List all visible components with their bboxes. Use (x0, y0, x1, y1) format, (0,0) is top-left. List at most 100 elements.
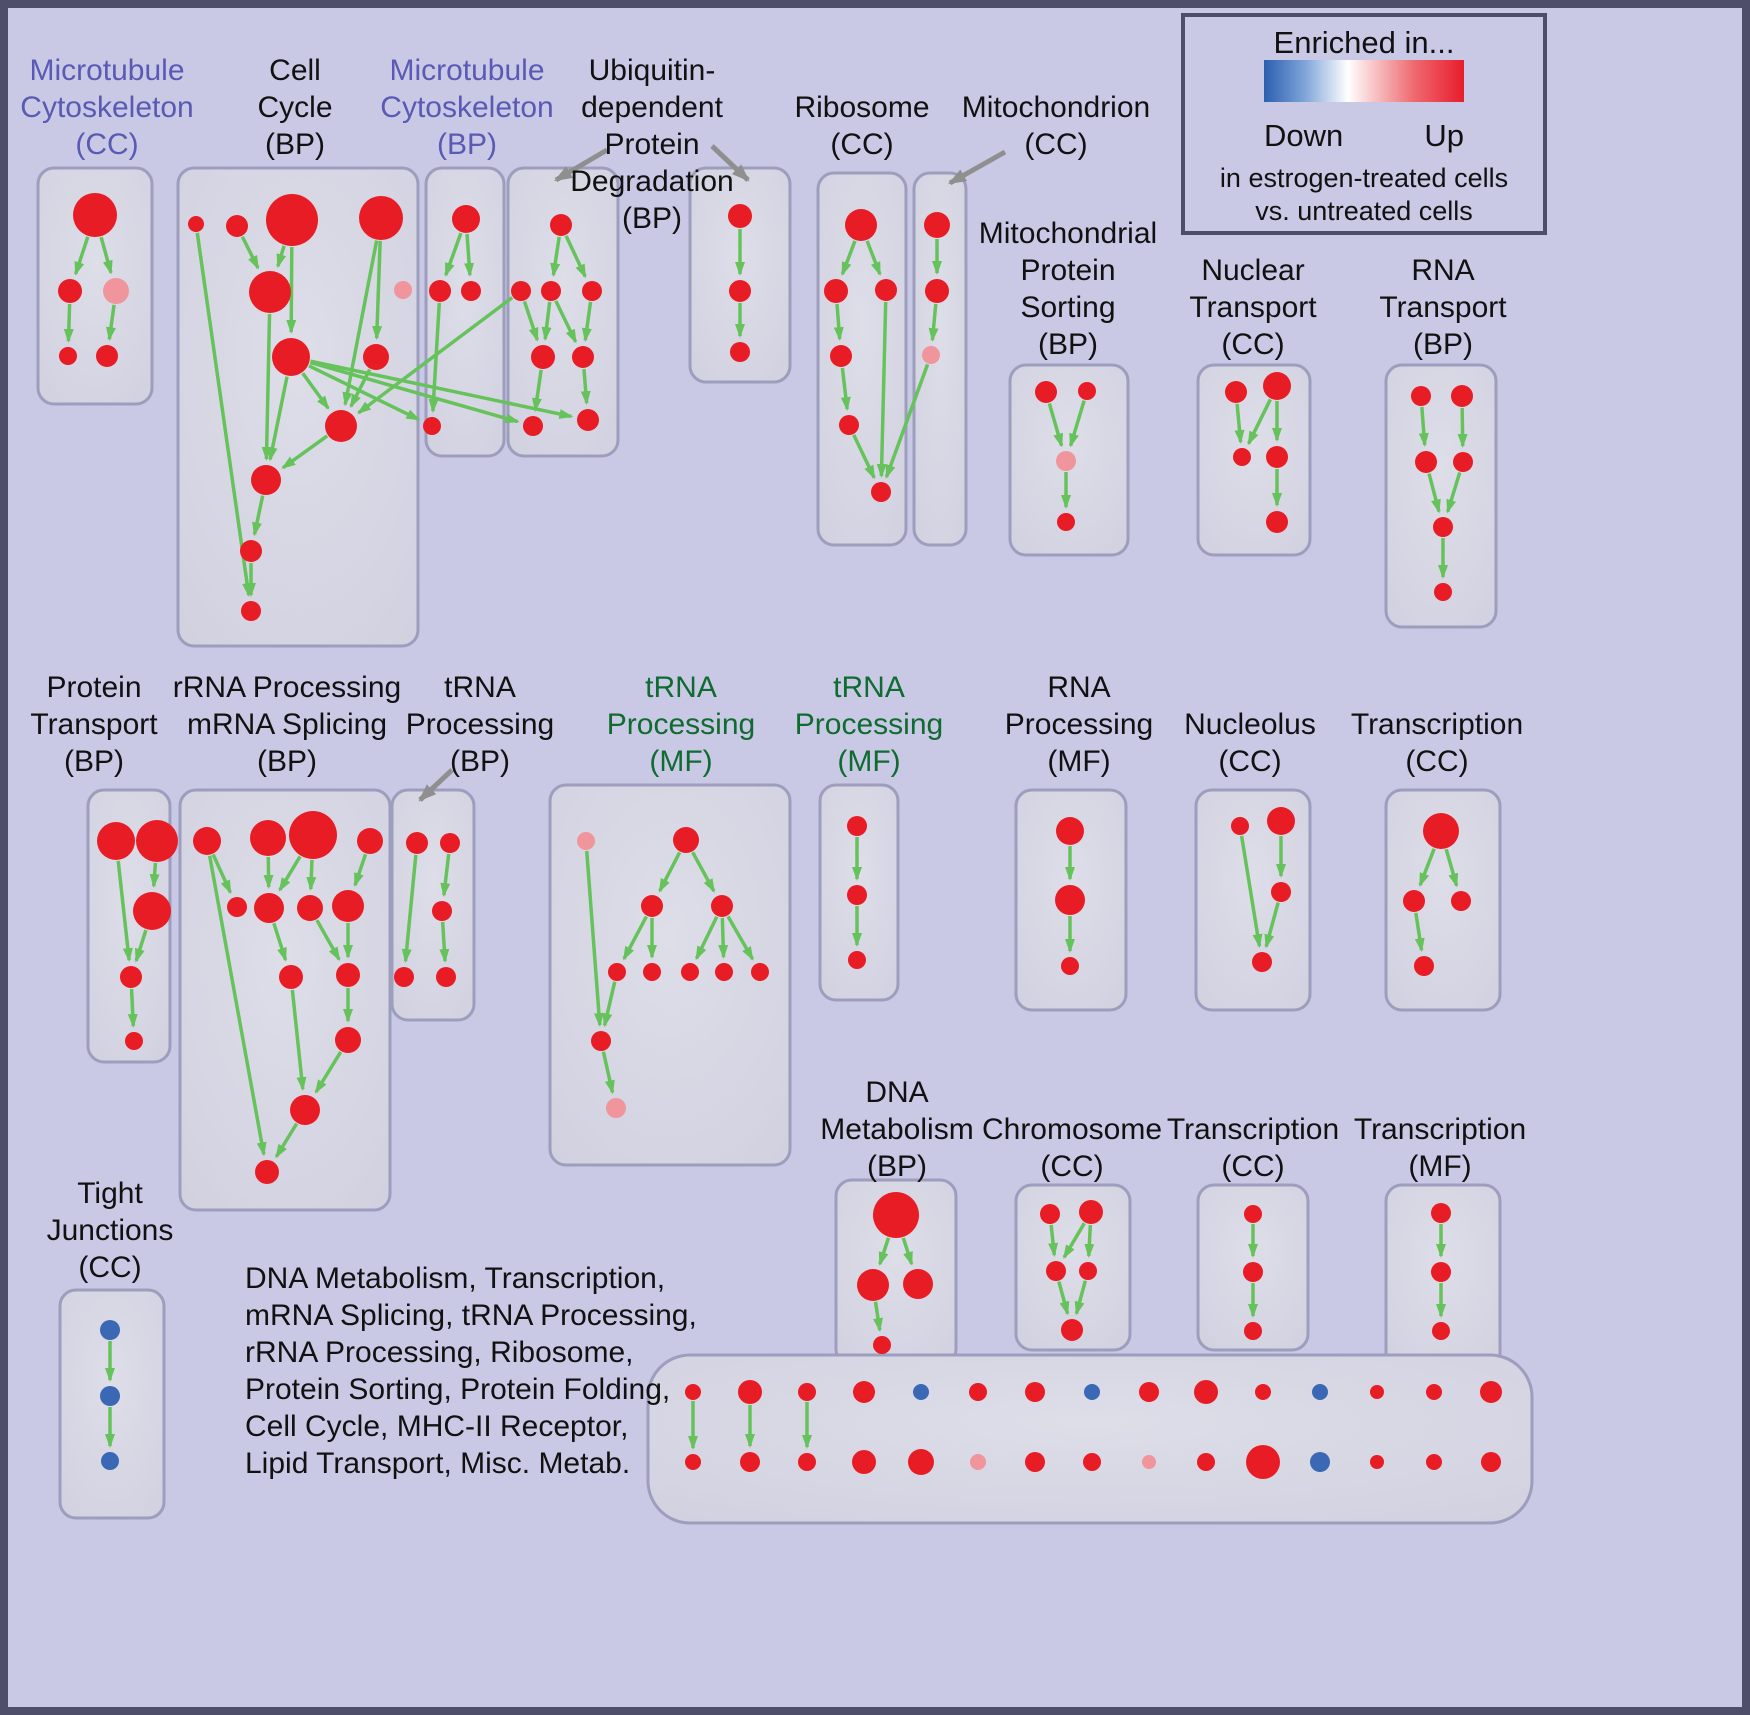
chromosome-cc-node[interactable] (1079, 1262, 1097, 1280)
ubiquitin-dependent-protein-degradation-bp-node[interactable] (730, 342, 750, 362)
misc-terms-node[interactable] (1246, 1445, 1280, 1479)
trna-processing-mf-large-node[interactable] (681, 963, 699, 981)
trna-processing-bp-node[interactable] (394, 967, 414, 987)
microtubule-cytoskeleton-bp-node[interactable] (461, 281, 481, 301)
misc-terms-node[interactable] (1194, 1380, 1218, 1404)
misc-terms-node[interactable] (738, 1380, 762, 1404)
ribosome-cc-node[interactable] (875, 279, 897, 301)
misc-terms-node[interactable] (1197, 1453, 1215, 1471)
nuclear-transport-cc-node[interactable] (1266, 511, 1288, 533)
transcription-cc-lower-node[interactable] (1244, 1205, 1262, 1223)
misc-terms-node[interactable] (970, 1454, 986, 1470)
microtubule-cytoskeleton-cc-node[interactable] (73, 193, 117, 237)
trna-processing-mf-large-node[interactable] (608, 963, 626, 981)
ubiquitin-dependent-protein-degradation-bp-node[interactable] (523, 416, 543, 436)
trna-processing-mf-large-node[interactable] (715, 963, 733, 981)
trna-processing-mf-large-node[interactable] (641, 895, 663, 917)
cell-cycle-bp-node[interactable] (363, 344, 389, 370)
microtubule-cytoskeleton-cc-node[interactable] (96, 345, 118, 367)
trna-processing-bp-node[interactable] (432, 901, 452, 921)
mitochondrion-cc-node[interactable] (924, 212, 950, 238)
microtubule-cytoskeleton-bp-node[interactable] (423, 417, 441, 435)
trna-processing-mf-large-node[interactable] (606, 1098, 626, 1118)
rrna-processing-mrna-splicing-bp-node[interactable] (289, 811, 337, 859)
transcription-mf-node[interactable] (1431, 1203, 1451, 1223)
misc-terms-node[interactable] (685, 1454, 701, 1470)
rna-transport-bp-node[interactable] (1411, 386, 1431, 406)
nuclear-transport-cc-node[interactable] (1225, 381, 1247, 403)
cell-cycle-bp-node[interactable] (226, 215, 248, 237)
cell-cycle-bp-node[interactable] (188, 216, 204, 232)
nucleolus-cc-node[interactable] (1231, 817, 1249, 835)
chromosome-cc-node[interactable] (1061, 1319, 1083, 1341)
rna-transport-bp-node[interactable] (1415, 451, 1437, 473)
misc-terms-node[interactable] (1310, 1452, 1330, 1472)
tight-junctions-cc-node[interactable] (101, 1452, 119, 1470)
tight-junctions-cc-node[interactable] (100, 1386, 120, 1406)
misc-terms-node[interactable] (1312, 1384, 1328, 1400)
ubiquitin-dependent-protein-degradation-bp-node[interactable] (541, 281, 561, 301)
rrna-processing-mrna-splicing-bp-node[interactable] (227, 897, 247, 917)
trna-processing-mf-large-node[interactable] (591, 1031, 611, 1051)
misc-terms-node[interactable] (1083, 1453, 1101, 1471)
misc-terms-node[interactable] (908, 1449, 934, 1475)
dna-metabolism-bp-node[interactable] (873, 1336, 891, 1354)
mitochondrion-cc-node[interactable] (922, 346, 940, 364)
trna-processing-mf-large-node[interactable] (577, 832, 595, 850)
rrna-processing-mrna-splicing-bp-node[interactable] (336, 963, 360, 987)
misc-terms-node[interactable] (685, 1384, 701, 1400)
nuclear-transport-cc-node[interactable] (1233, 448, 1251, 466)
misc-terms-node[interactable] (1370, 1455, 1384, 1469)
trna-processing-mf-large-node[interactable] (643, 963, 661, 981)
mitochondrial-protein-sorting-bp-node[interactable] (1035, 381, 1057, 403)
trna-processing-mf-small-node[interactable] (848, 951, 866, 969)
ribosome-cc-node[interactable] (830, 345, 852, 367)
nucleolus-cc-node[interactable] (1252, 952, 1272, 972)
nuclear-transport-cc-node[interactable] (1263, 372, 1291, 400)
transcription-cc-upper-node[interactable] (1451, 891, 1471, 911)
dna-metabolism-bp-node[interactable] (903, 1269, 933, 1299)
rrna-processing-mrna-splicing-bp-node[interactable] (255, 1160, 279, 1184)
ribosome-cc-node[interactable] (824, 279, 848, 303)
nucleolus-cc-node[interactable] (1267, 807, 1295, 835)
mitochondrial-protein-sorting-bp-node[interactable] (1078, 382, 1096, 400)
misc-terms-node[interactable] (1084, 1384, 1100, 1400)
protein-transport-bp-node[interactable] (120, 966, 142, 988)
rrna-processing-mrna-splicing-bp-node[interactable] (357, 828, 383, 854)
mitochondrial-protein-sorting-bp-node[interactable] (1057, 513, 1075, 531)
trna-processing-mf-small-node[interactable] (847, 885, 867, 905)
ribosome-cc-node[interactable] (871, 482, 891, 502)
cell-cycle-bp-node[interactable] (394, 281, 412, 299)
cell-cycle-bp-node[interactable] (240, 540, 262, 562)
rna-transport-bp-node[interactable] (1433, 517, 1453, 537)
misc-terms-node[interactable] (1480, 1381, 1502, 1403)
cell-cycle-bp-node[interactable] (325, 410, 357, 442)
ribosome-cc-node[interactable] (845, 209, 877, 241)
rna-processing-mf-node[interactable] (1056, 817, 1084, 845)
cell-cycle-bp-node[interactable] (251, 465, 281, 495)
transcription-cc-lower-node[interactable] (1244, 1322, 1262, 1340)
transcription-cc-lower-node[interactable] (1243, 1262, 1263, 1282)
misc-terms-node[interactable] (1025, 1452, 1045, 1472)
cell-cycle-bp-node[interactable] (241, 601, 261, 621)
chromosome-cc-node[interactable] (1046, 1261, 1066, 1281)
misc-terms-node[interactable] (1255, 1384, 1271, 1400)
cell-cycle-bp-node[interactable] (272, 338, 310, 376)
misc-terms-node[interactable] (798, 1453, 816, 1471)
rrna-processing-mrna-splicing-bp-node[interactable] (332, 890, 364, 922)
misc-terms-node[interactable] (1139, 1382, 1159, 1402)
ubiquitin-dependent-protein-degradation-bp-node[interactable] (572, 346, 594, 368)
rna-transport-bp-node[interactable] (1453, 452, 1473, 472)
rrna-processing-mrna-splicing-bp-node[interactable] (335, 1027, 361, 1053)
ubiquitin-dependent-protein-degradation-bp-node[interactable] (728, 204, 752, 228)
cell-cycle-bp-node[interactable] (266, 194, 318, 246)
ubiquitin-dependent-protein-degradation-bp-node[interactable] (582, 281, 602, 301)
rrna-processing-mrna-splicing-bp-node[interactable] (193, 827, 221, 855)
misc-terms-node[interactable] (1481, 1452, 1501, 1472)
trna-processing-mf-large-node[interactable] (751, 963, 769, 981)
cell-cycle-bp-node[interactable] (249, 271, 291, 313)
ubiquitin-dependent-protein-degradation-bp-node[interactable] (550, 214, 572, 236)
microtubule-cytoskeleton-cc-node[interactable] (103, 278, 129, 304)
ubiquitin-dependent-protein-degradation-bp-node[interactable] (729, 280, 751, 302)
microtubule-cytoskeleton-cc-node[interactable] (59, 347, 77, 365)
